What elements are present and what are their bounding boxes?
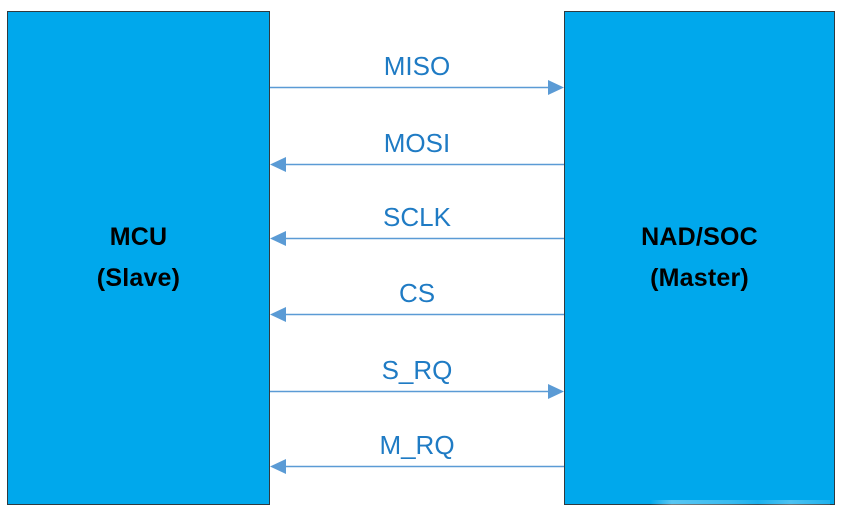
- node-nad-soc-name: NAD/SOC: [641, 223, 758, 251]
- signal-label-m_rq: M_RQ: [379, 430, 455, 460]
- arrow-cs-left: [270, 307, 564, 322]
- signal-label-sclk: SCLK: [383, 202, 451, 232]
- arrow-m_rq-left: [270, 459, 564, 474]
- arrow-s_rq-right: [270, 384, 564, 399]
- arrow-mosi-left: [270, 157, 564, 172]
- node-mcu-role: (Slave): [96, 264, 181, 292]
- arrow-miso-right: [270, 80, 564, 95]
- signal-label-mosi: MOSI: [383, 128, 451, 158]
- node-nad-soc-role: (Master): [650, 264, 749, 292]
- node-mcu-name: MCU: [109, 223, 168, 251]
- signal-label-cs: CS: [398, 278, 436, 308]
- node-mcu[interactable]: MCU (Slave): [7, 11, 270, 505]
- signal-label-s_rq: S_RQ: [381, 355, 453, 385]
- arrow-sclk-left: [270, 231, 564, 246]
- node-nad-soc[interactable]: NAD/SOC (Master): [564, 11, 835, 505]
- signal-label-miso: MISO: [383, 51, 451, 81]
